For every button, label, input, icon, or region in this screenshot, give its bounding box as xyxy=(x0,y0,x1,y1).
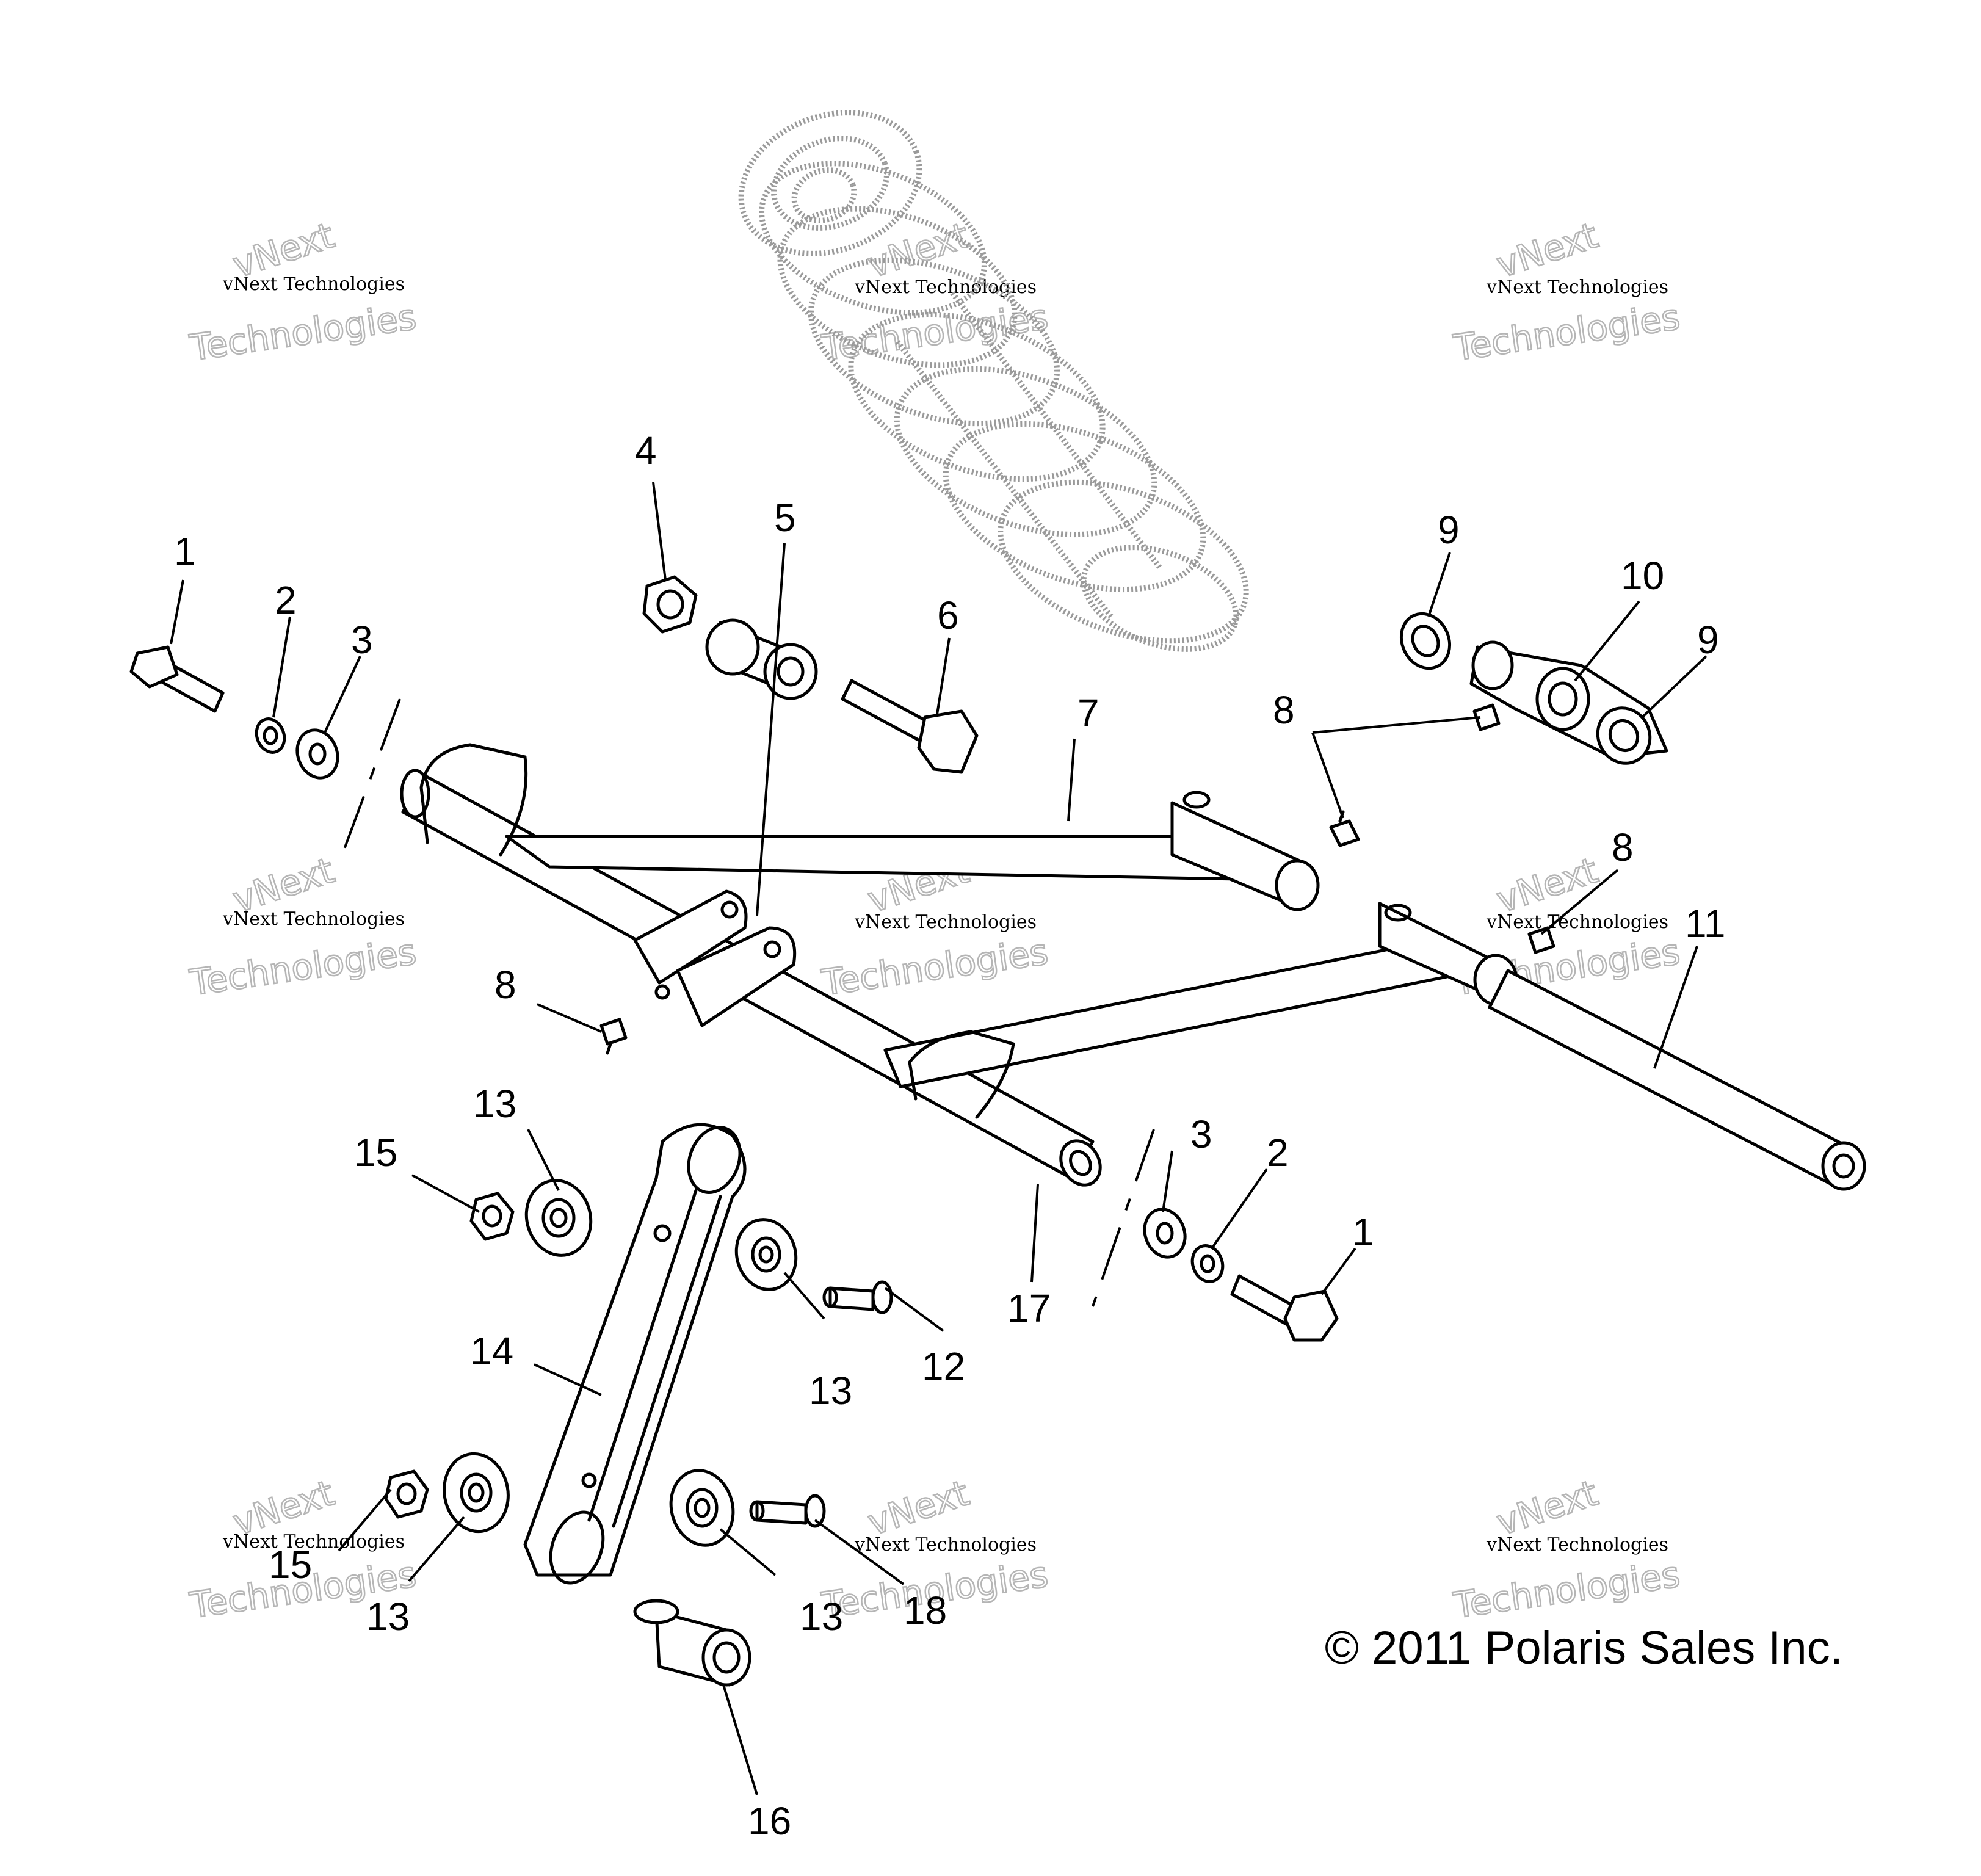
callout-13-upper-right: 13 xyxy=(809,1369,852,1413)
callout-1-left: 1 xyxy=(174,529,196,573)
part-13-bushing-lower-left xyxy=(443,1452,510,1534)
watermark-top-left: vNext vNext Technologies Technologies xyxy=(186,214,419,369)
svg-text:Technologies: Technologies xyxy=(1450,296,1682,369)
part-3-washer-right xyxy=(1143,1208,1187,1259)
callout-7: 7 xyxy=(1077,691,1099,735)
callout-2-left: 2 xyxy=(275,578,297,622)
callout-14: 14 xyxy=(470,1329,513,1373)
svg-text:vNext Technologies: vNext Technologies xyxy=(1486,277,1668,298)
svg-text:vNext Technologies: vNext Technologies xyxy=(222,1531,405,1552)
callout-2-right: 2 xyxy=(1267,1131,1289,1175)
part-4-nut xyxy=(642,575,698,634)
part-9-washer-left xyxy=(1399,612,1452,670)
svg-text:vNext Technologies: vNext Technologies xyxy=(854,1534,1037,1555)
svg-text:vNext Technologies: vNext Technologies xyxy=(1486,911,1668,933)
svg-text:vNext: vNext xyxy=(1491,849,1603,921)
watermark-mid-left: vNext vNext Technologies Technologies xyxy=(186,849,419,1004)
callout-5: 5 xyxy=(774,496,796,540)
svg-text:Technologies: Technologies xyxy=(819,931,1050,1004)
callout-16: 16 xyxy=(748,1799,791,1843)
shock-absorber-ghost xyxy=(738,110,1249,652)
svg-text:vNext Technologies: vNext Technologies xyxy=(854,911,1037,933)
part-2-washer-right xyxy=(1190,1244,1225,1283)
part-12-pin xyxy=(822,1280,893,1314)
part-15-nut-lower xyxy=(384,1469,429,1519)
part-1-bolt-right xyxy=(1230,1274,1339,1342)
callout-13-lower-right: 13 xyxy=(800,1595,843,1639)
callout-13-lower-left: 13 xyxy=(366,1595,410,1639)
svg-text:vNext Technologies: vNext Technologies xyxy=(222,908,405,930)
part-2-washer-left xyxy=(255,717,286,754)
callout-1-right: 1 xyxy=(1352,1210,1374,1254)
callout-3-right: 3 xyxy=(1190,1112,1212,1156)
part-5-sleeve xyxy=(705,618,818,700)
callout-15-upper: 15 xyxy=(354,1131,397,1175)
part-16-bushing xyxy=(633,1599,751,1687)
part-8-fitting-arm xyxy=(1527,926,1555,954)
part-14-link xyxy=(523,1123,747,1585)
leader-lines xyxy=(170,482,1708,1795)
copyright-notice: © 2011 Polaris Sales Inc. xyxy=(1325,1622,1843,1674)
part-9-washer-right xyxy=(1596,706,1652,765)
callout-8-left: 8 xyxy=(494,963,516,1007)
callout-9-left: 9 xyxy=(1438,508,1460,552)
part-18-pin xyxy=(749,1494,826,1528)
svg-text:Technologies: Technologies xyxy=(187,931,418,1004)
svg-text:vNext: vNext xyxy=(863,1472,974,1543)
part-15-nut-upper xyxy=(469,1192,515,1241)
svg-text:Technologies: Technologies xyxy=(187,296,418,369)
callout-15-lower: 15 xyxy=(269,1543,312,1587)
svg-text:vNext: vNext xyxy=(1491,1472,1603,1543)
watermark-bottom-right: vNext vNext Technologies Technologies xyxy=(1450,1471,1683,1627)
part-13-bushing-upper-left xyxy=(524,1179,593,1257)
part-3-washer-left xyxy=(295,728,339,780)
callout-11: 11 xyxy=(1685,902,1725,946)
callout-4: 4 xyxy=(635,429,657,473)
callout-18: 18 xyxy=(904,1588,947,1632)
callout-13-upper-left: 13 xyxy=(473,1082,516,1126)
callout-17: 17 xyxy=(1007,1286,1051,1330)
svg-text:vNext Technologies: vNext Technologies xyxy=(222,273,405,295)
callout-8-upper: 8 xyxy=(1273,688,1295,732)
part-13-bushing-upper-right xyxy=(734,1218,798,1291)
svg-text:Technologies: Technologies xyxy=(1450,1554,1682,1626)
part-11-shaft xyxy=(1488,969,1866,1191)
svg-text:vNext: vNext xyxy=(863,214,974,286)
svg-text:vNext: vNext xyxy=(1491,214,1603,286)
callout-3-left: 3 xyxy=(351,618,373,662)
callout-10: 10 xyxy=(1621,554,1664,598)
callout-9-right: 9 xyxy=(1697,618,1719,662)
part-13-bushing-lower-right xyxy=(669,1469,735,1547)
callout-8-right: 8 xyxy=(1612,825,1634,869)
part-6-bolt xyxy=(841,679,979,774)
watermark-top-right: vNext vNext Technologies Technologies xyxy=(1450,214,1683,369)
rear-arm-frame xyxy=(400,743,1518,1187)
svg-text:vNext Technologies: vNext Technologies xyxy=(1486,1534,1668,1555)
centerline-left xyxy=(338,698,401,864)
callout-labels: 1 2 3 4 5 6 7 8 8 8 9 10 9 11 12 13 13 1… xyxy=(174,429,1725,1843)
part-8-fitting-right xyxy=(1472,703,1501,731)
callout-12: 12 xyxy=(922,1344,965,1388)
centerline-right xyxy=(1092,1129,1155,1307)
callout-6: 6 xyxy=(937,593,959,637)
part-8-fitting-left xyxy=(599,1018,628,1055)
part-8-fitting-upper xyxy=(1329,810,1360,847)
part-1-bolt-left xyxy=(129,645,225,713)
